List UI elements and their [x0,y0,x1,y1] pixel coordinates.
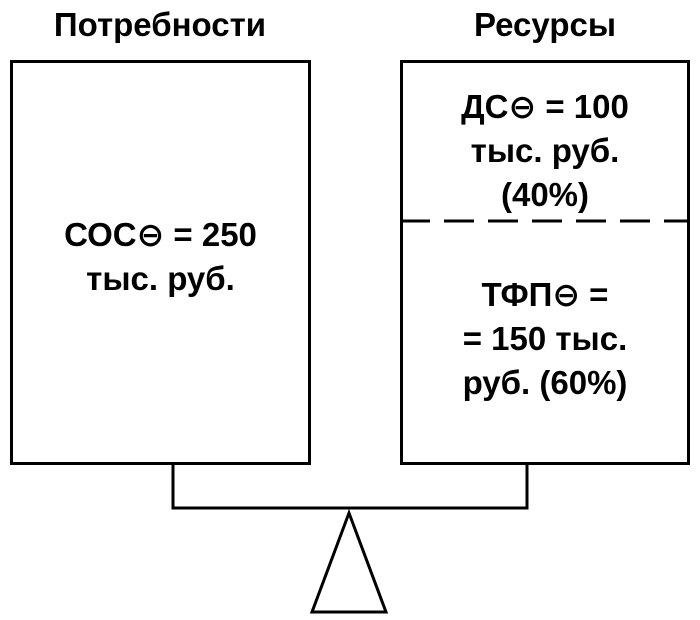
tfp-line-1: ТФП⊖ = [481,276,609,313]
resources-heading: Ресурсы [473,6,617,43]
scale-fulcrum [309,508,389,614]
tfp-line-3: руб. (60%) [462,364,628,401]
needs-line-1: СОС⊖ = 250 [64,216,257,253]
cash-line-3: (40%) [500,176,590,213]
scale-beam [171,465,529,510]
needs-heading: Потребности [53,6,267,43]
tfp-line-2: = 150 тыс. [462,320,628,357]
needs-line-2: тыс. руб. [86,260,235,297]
needs-box: СОС⊖ = 250 тыс. руб. [10,60,311,465]
cash-text: ДС⊖ = 100 тыс. руб. (40%) [403,85,687,217]
cash-line-2: тыс. руб. [470,132,620,169]
resources-box: ДС⊖ = 100 тыс. руб. (40%) ТФП⊖ = = 150 т… [400,60,690,465]
needs-text: СОС⊖ = 250 тыс. руб. [13,213,308,301]
tfp-text: ТФП⊖ = = 150 тыс. руб. (60%) [403,273,687,405]
cash-line-1: ДС⊖ = 100 [461,88,629,125]
